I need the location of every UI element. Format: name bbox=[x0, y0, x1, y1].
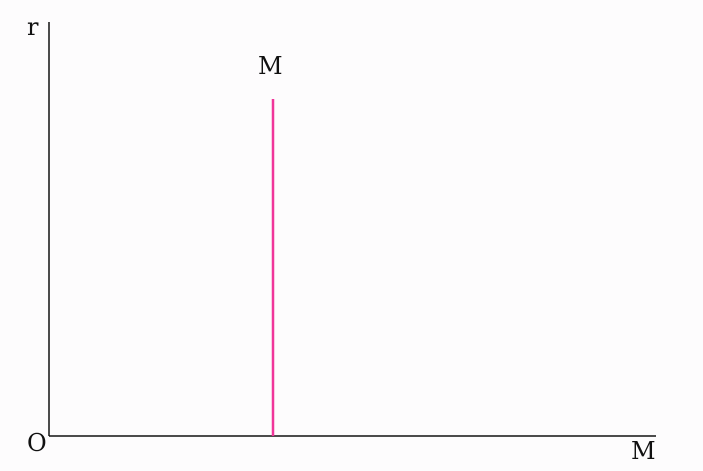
origin-label: O bbox=[27, 429, 47, 457]
money-supply-label: M bbox=[258, 52, 283, 80]
x-axis-label: M bbox=[631, 437, 656, 465]
y-axis-label: r bbox=[27, 13, 39, 41]
